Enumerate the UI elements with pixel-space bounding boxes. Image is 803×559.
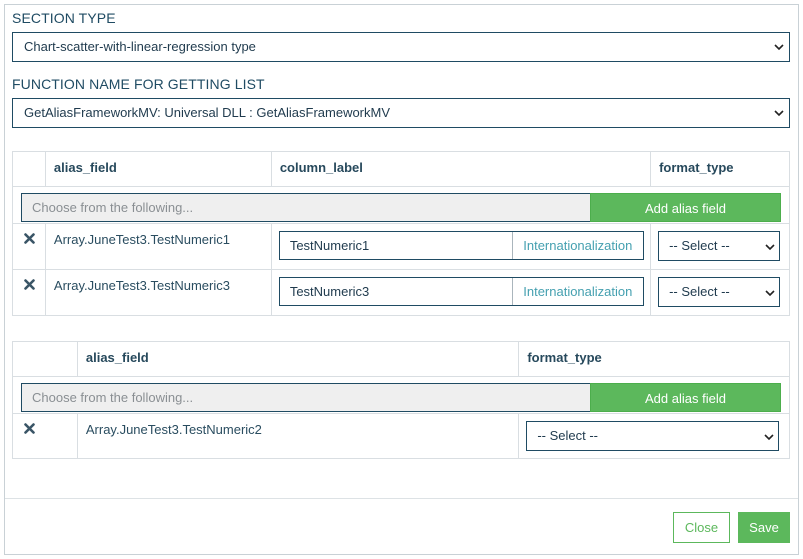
chevron-down-icon xyxy=(765,244,775,251)
format-type-select[interactable]: -- Select -- xyxy=(658,277,781,307)
alias-table-1: alias_field column_label format_type Cho… xyxy=(12,151,790,316)
close-icon[interactable] xyxy=(24,279,35,290)
chevron-down-icon xyxy=(765,290,775,297)
save-button[interactable]: Save xyxy=(738,512,790,543)
table-header: alias_field format_type xyxy=(12,341,790,377)
function-name-value: GetAliasFrameworkMV: Universal DLL : Get… xyxy=(24,105,391,120)
add-alias-field-button[interactable]: Add alias field xyxy=(590,383,781,412)
add-alias-field-button[interactable]: Add alias field xyxy=(590,193,781,222)
table-row: Array.JuneTest3.TestNumeric1 TestNumeric… xyxy=(12,223,790,270)
chooser-row: Choose from the following... Add alias f… xyxy=(12,186,790,224)
close-icon[interactable] xyxy=(24,233,35,244)
close-button[interactable]: Close xyxy=(673,512,730,543)
internationalization-link[interactable]: Internationalization xyxy=(511,232,643,259)
column-label-input[interactable]: TestNumeric1 Internationalization xyxy=(278,231,644,260)
close-icon[interactable] xyxy=(24,423,35,434)
chevron-down-icon xyxy=(764,434,774,441)
function-name-select[interactable]: GetAliasFrameworkMV: Universal DLL : Get… xyxy=(12,98,790,128)
format-type-select[interactable]: -- Select -- xyxy=(526,421,780,451)
table-row: Array.JuneTest3.TestNumeric3 TestNumeric… xyxy=(12,269,790,316)
chevron-down-icon xyxy=(774,44,784,51)
alias-field-value: Array.JuneTest3.TestNumeric3 xyxy=(53,278,230,293)
table-header: alias_field column_label format_type xyxy=(12,151,790,187)
header-format-type: format_type xyxy=(650,151,790,187)
chooser-row: Choose from the following... Add alias f… xyxy=(12,376,790,414)
alias-table-2: alias_field format_type Choose from the … xyxy=(12,341,790,459)
internationalization-link[interactable]: Internationalization xyxy=(511,278,643,305)
table-row: Array.JuneTest3.TestNumeric2 -- Select -… xyxy=(12,413,790,459)
footer-divider xyxy=(5,498,798,499)
section-type-select[interactable]: Chart-scatter-with-linear-regression typ… xyxy=(12,32,790,62)
format-type-select[interactable]: -- Select -- xyxy=(658,231,781,261)
alias-chooser-input[interactable]: Choose from the following... xyxy=(21,383,593,412)
column-label-value: TestNumeric3 xyxy=(289,284,370,299)
function-name-label: FUNCTION NAME FOR GETTING LIST xyxy=(12,76,265,92)
column-label-value: TestNumeric1 xyxy=(289,238,370,253)
column-label-input[interactable]: TestNumeric3 Internationalization xyxy=(278,277,644,306)
dialog: SECTION TYPE Chart-scatter-with-linear-r… xyxy=(4,4,799,555)
header-alias-field: alias_field xyxy=(76,341,520,377)
header-format-type: format_type xyxy=(518,341,790,377)
alias-field-value: Array.JuneTest3.TestNumeric2 xyxy=(85,422,262,437)
chevron-down-icon xyxy=(774,110,784,117)
alias-chooser-input[interactable]: Choose from the following... xyxy=(21,193,593,222)
header-column-label: column_label xyxy=(270,151,652,187)
section-type-value: Chart-scatter-with-linear-regression typ… xyxy=(24,39,256,54)
section-type-label: SECTION TYPE xyxy=(12,10,116,26)
alias-field-value: Array.JuneTest3.TestNumeric1 xyxy=(53,232,230,247)
header-alias-field: alias_field xyxy=(44,151,272,187)
